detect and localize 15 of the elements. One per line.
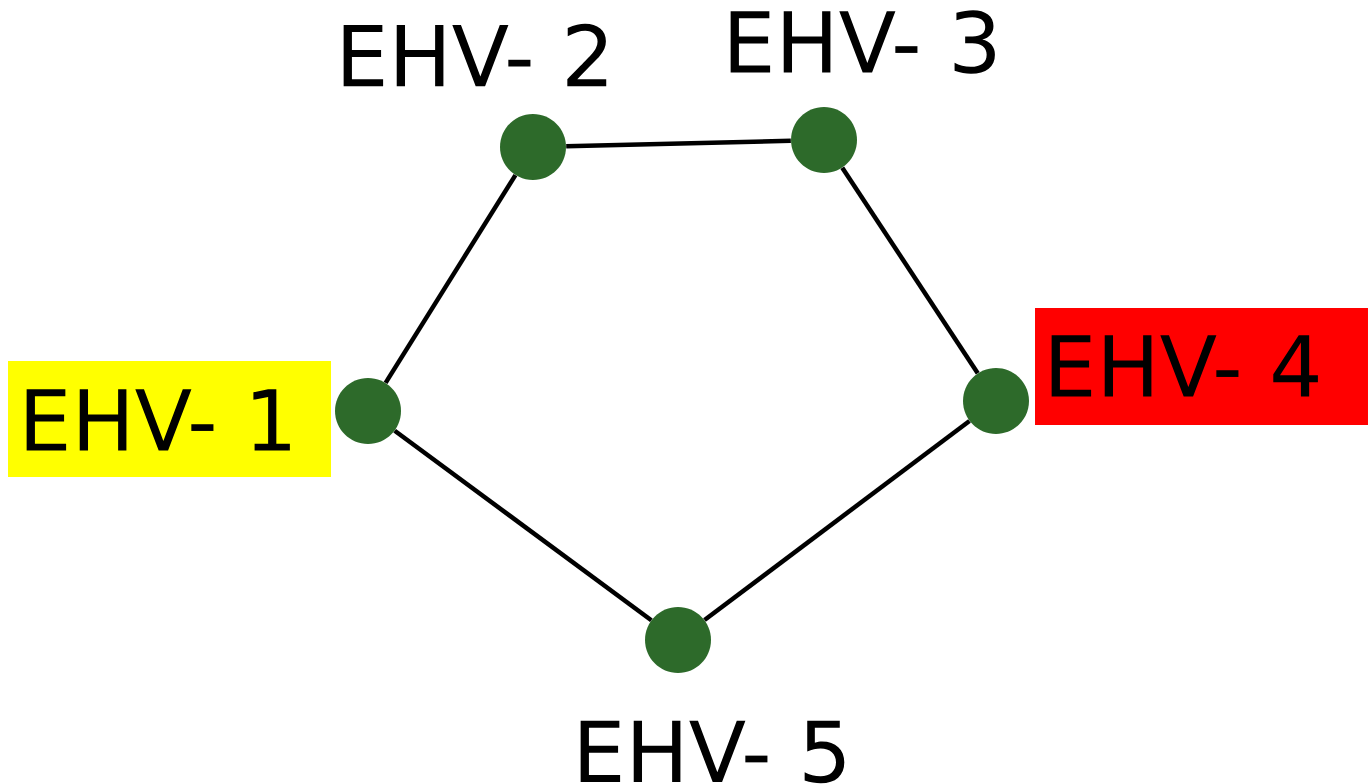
highlighted-label: EHV- 4 xyxy=(1035,308,1368,425)
node-label: EHV- 2 xyxy=(343,23,607,87)
node-label: EHV- 5 xyxy=(580,720,845,784)
connector-line xyxy=(383,173,518,385)
junction-dot xyxy=(645,607,711,673)
junction-dot xyxy=(791,107,857,173)
junction-dot xyxy=(963,368,1029,434)
junction-dot xyxy=(335,378,401,444)
connector-line xyxy=(393,428,653,623)
junction-dot xyxy=(500,114,566,180)
connector-line xyxy=(566,138,791,149)
connector-line xyxy=(840,166,980,375)
connector-line xyxy=(703,419,971,622)
node-label: EHV- 3 xyxy=(730,10,995,74)
highlighted-label: EHV- 1 xyxy=(8,361,331,477)
